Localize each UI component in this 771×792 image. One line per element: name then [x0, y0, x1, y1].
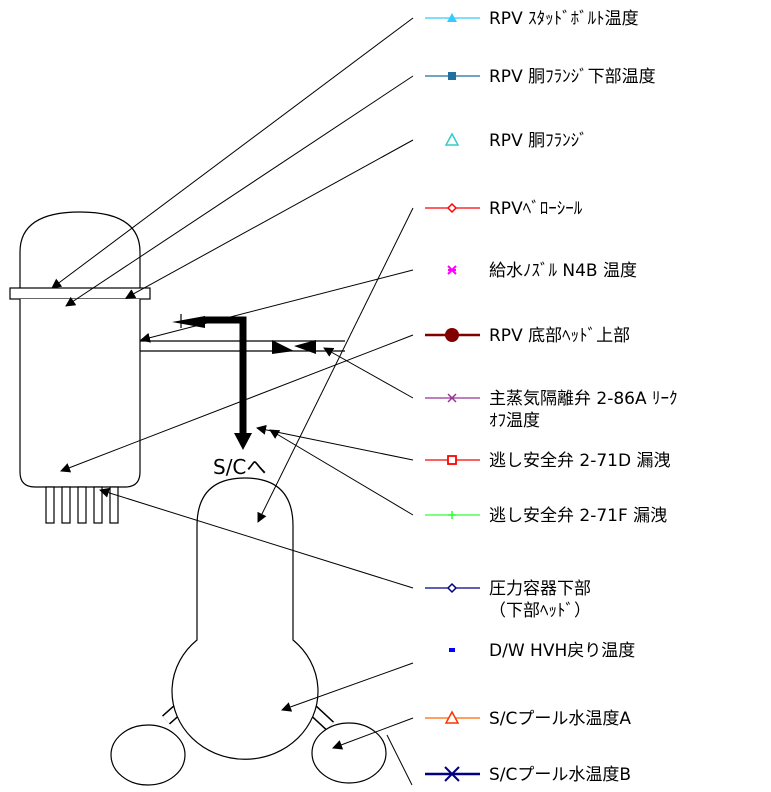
legend-marker-icon — [448, 72, 456, 80]
arrow-sc-pool-a — [332, 717, 414, 750]
legend-label: RPVﾍﾞﾛｰｼｰﾙ — [489, 199, 583, 219]
legend-label: RPV 胴ﾌﾗﾝｼﾞ下部温度 — [489, 67, 656, 87]
legend-item-vessel-lower: 圧力容器下部（下部ﾍｯﾄﾞ） — [425, 579, 591, 621]
legend-label: 主蒸気隔離弁 2-86A ﾘｰｸ — [489, 389, 678, 409]
legend-marker-icon — [446, 582, 458, 594]
bottom-nozzle — [93, 486, 103, 524]
rpv-bottom-nozzles — [45, 486, 119, 524]
legend-item-dw-hvh: D/W HVH戻り温度 — [449, 641, 635, 661]
legend-item-feedwater-nozzle: 給水ﾉｽﾞﾙ N4B 温度 — [447, 261, 637, 281]
arrow-vessel-lower — [99, 487, 414, 589]
legend-label: S/Cプール水温度A — [489, 709, 631, 729]
legend-marker-icon — [444, 710, 460, 724]
legend-marker-icon — [445, 328, 459, 342]
rpv-body — [19, 299, 141, 488]
legend-item-rpv-flange-lower: RPV 胴ﾌﾗﾝｼﾞ下部温度 — [425, 67, 656, 87]
arrow-flange — [125, 139, 414, 299]
arrow-srv-71d — [256, 424, 414, 461]
legend-item-rpv-stud-bolt: RPV ｽﾀｯﾄﾞﾎﾞﾙﾄ温度 — [425, 9, 639, 29]
arrow-stud-bolt — [51, 17, 414, 289]
legend-marker-icon — [447, 265, 457, 275]
legend-item-rpv-bellows: RPVﾍﾞﾛｰｼｰﾙ — [425, 199, 583, 219]
legend-label: 逃し安全弁 2-71D 漏洩 — [489, 451, 670, 471]
msiv-valve-icon — [272, 340, 294, 354]
bottom-nozzle — [61, 486, 71, 524]
pointer-arrows — [51, 17, 414, 786]
reactor-pressure-vessel — [9, 211, 151, 488]
legend-item-rpv-flange: RPV 胴ﾌﾗﾝｼﾞ — [444, 131, 588, 151]
torus-left — [110, 724, 186, 786]
legend-item-srv-71d: 逃し安全弁 2-71D 漏洩 — [425, 451, 670, 471]
legend-label: 逃し安全弁 2-71F 漏洩 — [489, 506, 667, 526]
connector-sc-pool-b — [386, 734, 413, 786]
arrow-bottom-head-upper — [60, 334, 414, 473]
legend-label: 圧力容器下部 — [489, 579, 591, 599]
legend-item-srv-71f: 逃し安全弁 2-71F 漏洩 — [425, 506, 667, 526]
arrow-srv-71f — [269, 429, 414, 516]
legend-marker-icon — [447, 393, 457, 403]
legend-item-sc-pool-b: S/Cプール水温度B — [425, 765, 631, 785]
srv-discharge-line — [172, 314, 252, 450]
arrow-flange-lower — [65, 75, 414, 307]
srv-down-arrow-icon — [234, 433, 252, 450]
sensor-legend: RPV ｽﾀｯﾄﾞﾎﾞﾙﾄ温度 RPV 胴ﾌﾗﾝｼﾞ下部温度 RPV 胴ﾌﾗﾝｼﾞ R… — [425, 9, 678, 785]
srv-valve-icon — [172, 316, 205, 328]
legend-marker-icon — [447, 13, 457, 22]
legend-marker-icon — [449, 648, 455, 652]
drywell-shell — [171, 477, 319, 760]
arrow-dw-hvh — [281, 662, 414, 712]
legend-label: D/W HVH戻り温度 — [489, 641, 635, 661]
legend-label-line2: ｵﾌ温度 — [489, 411, 540, 431]
primary-containment — [110, 477, 387, 786]
arrow-msiv-leakoff — [323, 347, 414, 399]
legend-marker-icon — [446, 202, 458, 214]
sc-destination-label: S/Cへ — [213, 455, 266, 479]
legend-label: 給水ﾉｽﾞﾙ N4B 温度 — [489, 261, 637, 281]
rpv-flange — [9, 287, 151, 300]
legend-label: RPV 胴ﾌﾗﾝｼﾞ — [489, 131, 588, 151]
arrow-feedwater-nozzle — [140, 269, 414, 343]
torus-right — [311, 722, 387, 784]
legend-marker-icon — [448, 511, 456, 519]
legend-label: RPV ｽﾀｯﾄﾞﾎﾞﾙﾄ温度 — [489, 9, 639, 29]
legend-marker-icon — [444, 766, 460, 782]
rpv-upper-head — [19, 211, 141, 288]
legend-marker-icon — [444, 132, 460, 146]
bottom-nozzle — [109, 486, 119, 524]
bottom-nozzle — [45, 486, 55, 524]
legend-label-line2: （下部ﾍｯﾄﾞ） — [489, 601, 591, 621]
legend-label: RPV 底部ﾍｯﾄﾞ上部 — [489, 326, 630, 346]
msiv-valve-icon-2 — [294, 340, 316, 354]
legend-marker-icon — [447, 455, 457, 465]
bottom-nozzle — [77, 486, 87, 524]
legend-label: S/Cプール水温度B — [489, 765, 631, 785]
legend-item-sc-pool-a: S/Cプール水温度A — [425, 709, 631, 729]
legend-item-bottom-head-upper: RPV 底部ﾍｯﾄﾞ上部 — [425, 326, 630, 346]
